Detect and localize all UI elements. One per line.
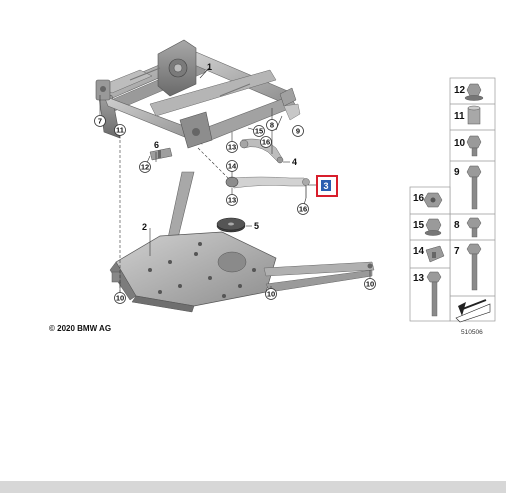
diagram-id: 510506 — [461, 329, 483, 336]
callout-9: 9 — [292, 125, 304, 137]
flange-nut-icon — [466, 83, 482, 97]
svg-text:3: 3 — [323, 181, 328, 191]
fastener-label-10: 10 — [454, 138, 466, 149]
svg-text:14: 14 — [228, 162, 237, 171]
callout-14: 14 — [226, 160, 238, 172]
callout-13-top: 13 — [226, 141, 238, 153]
callout-15: 15 — [253, 125, 265, 137]
control-arm-illustration — [225, 176, 310, 198]
svg-text:16: 16 — [299, 205, 307, 214]
fastener-label-15: 15 — [413, 220, 425, 231]
highlight-box — [316, 175, 338, 197]
callout-16-bottom: 16 — [297, 203, 309, 215]
svg-text:10: 10 — [366, 280, 374, 289]
tension-strut-illustration — [239, 103, 301, 164]
fastener-label-13: 13 — [413, 273, 425, 284]
svg-text:11: 11 — [116, 126, 124, 135]
svg-text:13: 13 — [228, 196, 236, 205]
callout-11: 11 — [114, 124, 126, 136]
leader-lines — [99, 67, 371, 298]
fastener-label-9: 9 — [454, 167, 460, 178]
highlight-selection — [321, 180, 331, 191]
fastener-panel: 12 11 10 9 16 15 8 14 7 — [409, 77, 496, 323]
svg-text:12: 12 — [141, 163, 149, 172]
callout-8: 8 — [266, 119, 278, 131]
long-bolt-icon — [466, 165, 482, 178]
callout-10-left: 10 — [114, 292, 126, 304]
sleeve-nut-icon — [467, 107, 481, 125]
label-part-1: 1 — [207, 62, 212, 72]
callout-13-bottom: 13 — [226, 194, 238, 206]
fastener-label-14: 14 — [413, 246, 425, 257]
front-subframe-illustration — [95, 39, 297, 149]
label-part-4: 4 — [292, 157, 297, 167]
callout-10-middle: 10 — [265, 288, 277, 300]
svg-text:13: 13 — [228, 143, 236, 152]
callout-16-top: 16 — [260, 136, 272, 148]
short-bolt-icon — [466, 217, 482, 229]
svg-text:15: 15 — [255, 127, 263, 136]
copyright-notice: © 2020 BMW AG — [49, 324, 112, 333]
highlighted-part-3[interactable]: 3 — [316, 175, 338, 197]
fastener-label-16: 16 — [413, 193, 425, 204]
underbody-panel-illustration — [109, 171, 375, 313]
callout-7: 7 — [94, 115, 106, 127]
fastener-label-8: 8 — [454, 220, 460, 231]
callout-10-right: 10 — [364, 278, 376, 290]
fastener-label-12: 12 — [454, 85, 466, 96]
direction-arrow-icon — [455, 299, 491, 323]
bearing-disc-illustration — [216, 217, 246, 233]
long-bolt-13-icon — [426, 271, 442, 283]
long-bolt-7-icon — [466, 243, 482, 255]
svg-text:8: 8 — [270, 121, 274, 130]
footer-bar — [0, 481, 506, 493]
hex-bolt-short-icon — [466, 135, 482, 149]
label-part-2: 2 — [142, 222, 147, 232]
fastener-label-11: 11 — [454, 111, 465, 122]
svg-text:10: 10 — [267, 290, 275, 299]
collar-nut-icon — [425, 218, 442, 232]
label-part-5: 5 — [254, 221, 259, 231]
callout-12: 12 — [139, 161, 151, 173]
bracket-6-illustration — [149, 147, 173, 161]
svg-text:7: 7 — [98, 117, 102, 126]
svg-text:9: 9 — [296, 127, 300, 136]
svg-text:10: 10 — [116, 294, 124, 303]
fastener-label-7: 7 — [454, 246, 460, 257]
svg-text:16: 16 — [262, 138, 270, 147]
label-part-6: 6 — [154, 140, 159, 150]
